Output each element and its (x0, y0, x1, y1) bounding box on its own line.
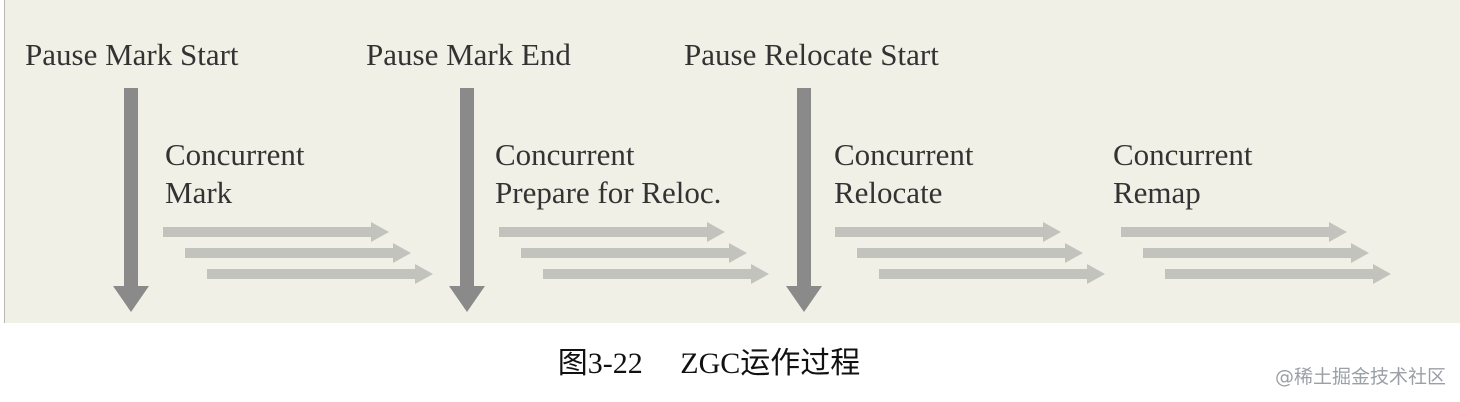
concurrent-relocate-line1: Concurrent (834, 137, 974, 172)
concurrent-remap-arrows (1121, 222, 1391, 284)
concurrent-prepare-line2: Prepare for Reloc. (495, 175, 722, 210)
pause-mark-end-arrow (449, 88, 485, 312)
pause-relocate-start-arrow (786, 88, 822, 312)
concurrent-mark-line2: Mark (165, 175, 233, 210)
pause-mark-end-label: Pause Mark End (366, 37, 571, 72)
concurrent-mark-label: Concurrent Mark (165, 136, 304, 212)
concurrent-prepare-line1: Concurrent (495, 137, 635, 172)
concurrent-prepare-label: Concurrent Prepare for Reloc. (495, 136, 721, 212)
concurrent-prepare-arrows (499, 222, 769, 284)
concurrent-relocate-line2: Relocate (834, 175, 943, 210)
pause-mark-start-label: Pause Mark Start (25, 37, 239, 72)
watermark: @稀土掘金技术社区 (1274, 366, 1446, 388)
pause-mark-start-arrow (113, 88, 149, 312)
diagram-panel: Pause Mark Start Pause Mark End Pause Re… (4, 0, 1460, 323)
concurrent-relocate-arrows (835, 222, 1105, 284)
pause-relocate-start-label: Pause Relocate Start (684, 37, 939, 72)
concurrent-mark-line1: Concurrent (165, 137, 305, 172)
concurrent-remap-line1: Concurrent (1113, 137, 1253, 172)
concurrent-remap-line2: Remap (1113, 175, 1201, 210)
concurrent-mark-arrows (163, 222, 433, 284)
concurrent-relocate-label: Concurrent Relocate (834, 136, 973, 212)
concurrent-remap-label: Concurrent Remap (1113, 136, 1252, 212)
figure-caption: 图3-22 ZGC运作过程 (557, 347, 861, 380)
